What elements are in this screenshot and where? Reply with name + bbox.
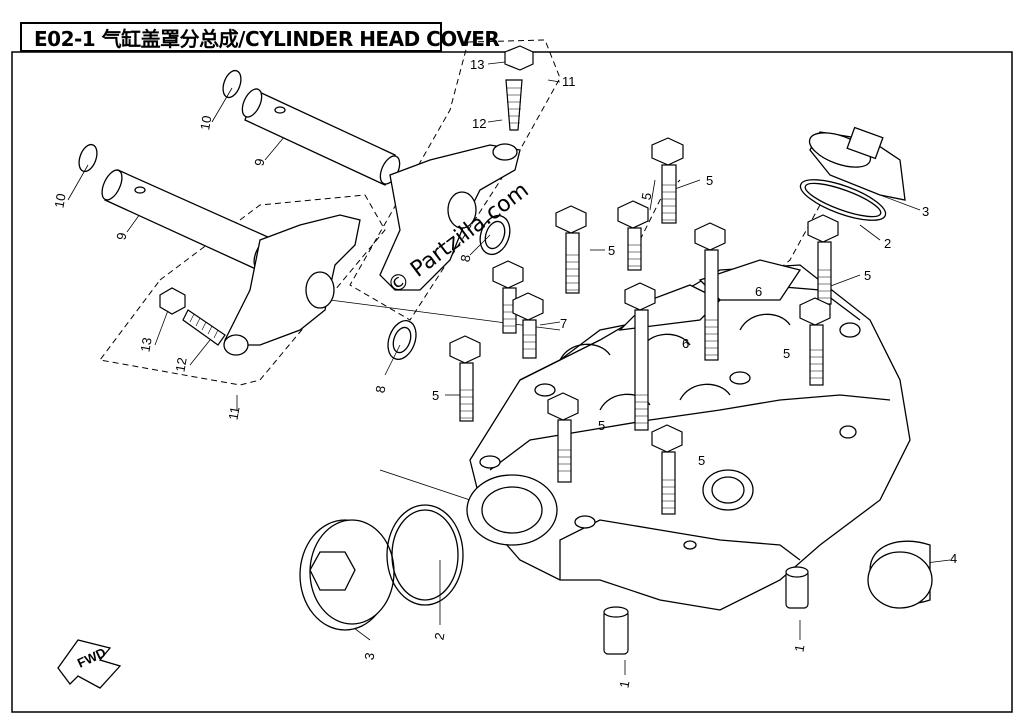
callout-3a: 3 bbox=[922, 204, 929, 219]
bolt-1 bbox=[651, 137, 684, 224]
callout-9b: 9 bbox=[113, 231, 129, 241]
bolt-6 bbox=[492, 260, 524, 334]
callout-13b: 13 bbox=[137, 336, 154, 353]
title-box: E02-1 气缸盖罩分总成/CYLINDER HEAD COVER bbox=[20, 22, 500, 52]
callout-5g: 5 bbox=[698, 453, 705, 468]
bolt-2 bbox=[555, 205, 587, 294]
o-rings-2 bbox=[386, 179, 887, 606]
bolt-10 bbox=[449, 335, 481, 422]
callout-10a: 10 bbox=[197, 114, 214, 131]
callout-11b: 11 bbox=[225, 405, 242, 421]
rocker-shafts bbox=[101, 88, 401, 271]
rocker-arms bbox=[223, 143, 521, 356]
callout-5d: 5 bbox=[864, 268, 871, 283]
callout-13a: 13 bbox=[470, 57, 484, 72]
washers-8 bbox=[387, 214, 511, 360]
callout-12a: 12 bbox=[472, 116, 486, 131]
callout-7: 7 bbox=[560, 316, 567, 331]
plugs-3 bbox=[299, 126, 906, 631]
bolt-9 bbox=[799, 297, 831, 386]
callout-5e: 5 bbox=[783, 346, 790, 361]
bolt-3 bbox=[617, 200, 649, 271]
bolt-7 bbox=[512, 292, 544, 359]
callout-9a: 9 bbox=[251, 157, 267, 167]
callout-2b: 2 bbox=[431, 631, 447, 641]
o-rings-10 bbox=[78, 69, 242, 173]
callout-5b: 5 bbox=[608, 243, 615, 258]
callout-5h: 5 bbox=[638, 191, 654, 201]
callout-8b: 8 bbox=[372, 384, 388, 394]
callout-labels: 13 12 11 10 9 10 9 13 12 11 8 8 5 5 5 5 … bbox=[51, 57, 957, 689]
callout-4: 4 bbox=[950, 551, 957, 566]
bolt-4 bbox=[694, 222, 726, 361]
cylinder-head bbox=[466, 259, 911, 611]
callout-5f: 5 bbox=[598, 418, 605, 433]
end-cap-4 bbox=[867, 540, 933, 609]
callout-10b: 10 bbox=[51, 192, 68, 209]
callout-1b: 1 bbox=[791, 643, 807, 653]
callout-5a: 5 bbox=[432, 388, 439, 403]
fwd-arrow: FWD bbox=[57, 639, 122, 689]
bolt-8 bbox=[624, 282, 656, 431]
callout-12b: 12 bbox=[172, 356, 189, 373]
dowel-pins bbox=[603, 566, 809, 655]
callout-6a: 6 bbox=[682, 336, 689, 351]
callout-6b: 6 bbox=[755, 284, 762, 299]
callout-1a: 1 bbox=[616, 679, 632, 689]
callout-8a: 8 bbox=[457, 253, 473, 263]
bolt-12 bbox=[651, 424, 683, 515]
callout-5c: 5 bbox=[706, 173, 713, 188]
adjusters bbox=[159, 45, 534, 346]
bolt-5 bbox=[807, 214, 839, 305]
page-title: E02-1 气缸盖罩分总成/CYLINDER HEAD COVER bbox=[34, 26, 500, 51]
bolt-11 bbox=[547, 392, 579, 483]
callout-2a: 2 bbox=[884, 236, 891, 251]
callout-11a: 11 bbox=[562, 74, 576, 89]
bolts bbox=[449, 137, 839, 515]
callout-3b: 3 bbox=[361, 651, 377, 661]
